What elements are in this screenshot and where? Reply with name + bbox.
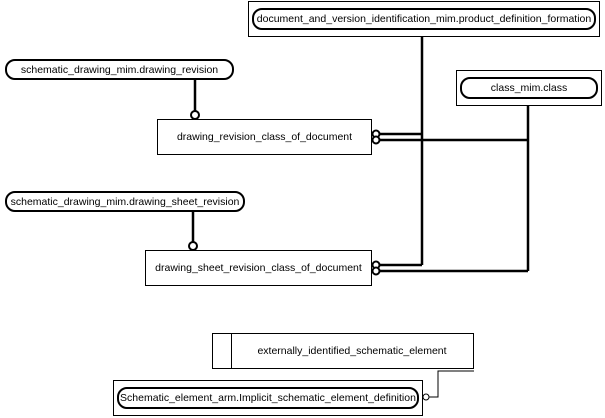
end-circle-implicit [422,393,430,401]
entity-label: class_mim.class [460,77,598,99]
entity-drawing-sheet-revision-class-of-document: drawing_sheet_revision_class_of_document [145,250,372,286]
external-entity-marker [231,334,232,368]
entity-drawing-revision-class-of-document: drawing_revision_class_of_document [157,119,372,155]
link-implicit-to-external [429,370,474,398]
entity-label: document_and_version_identification_mim.… [252,8,596,30]
end-circle-dsrc-class [371,266,381,276]
entity-label: Schematic_element_arm.Implicit_schematic… [117,387,419,409]
entity-implicit-schematic-element-definition: Schematic_element_arm.Implicit_schematic… [113,380,423,416]
subtype-circle-drawing-sheet-revision [188,241,198,251]
entity-class: class_mim.class [456,70,602,106]
entity-externally-identified-schematic-element: externally_identified_schematic_element [212,333,474,369]
end-circle-drc-class [371,135,381,145]
subtype-circle-drawing-revision [190,110,200,120]
entity-label: externally_identified_schematic_element [257,345,447,357]
entity-drawing-sheet-revision: schematic_drawing_mim.drawing_sheet_revi… [5,191,245,212]
entity-drawing-revision: schematic_drawing_mim.drawing_revision [5,59,234,80]
entity-product-definition-formation: document_and_version_identification_mim.… [248,1,600,37]
